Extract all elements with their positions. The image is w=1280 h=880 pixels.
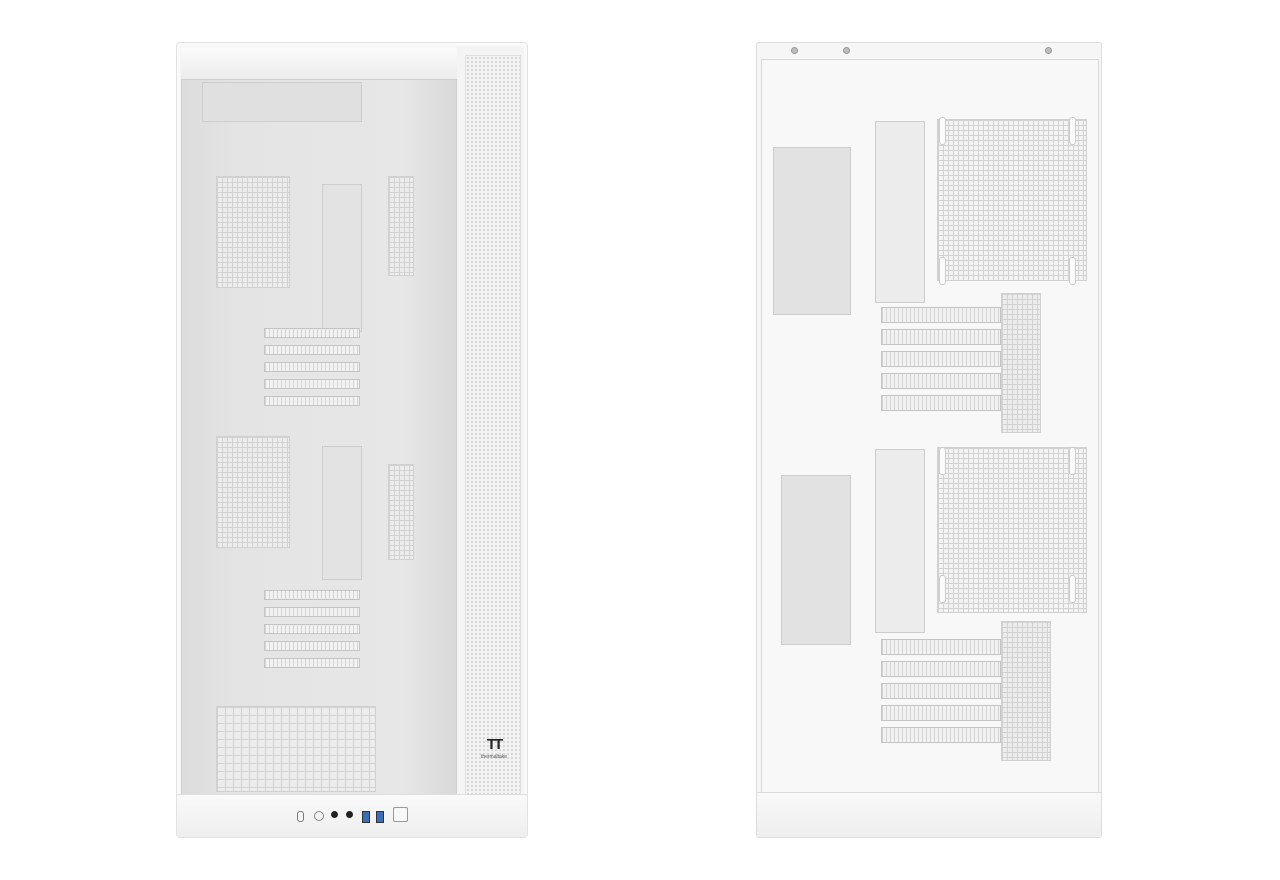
vertical-gpu-bracket-upper xyxy=(1001,293,1041,433)
screw xyxy=(1045,47,1052,54)
slot-cover xyxy=(881,351,1001,367)
brand-logo: TT thermaltake xyxy=(479,737,509,767)
cable-hole xyxy=(1069,575,1076,603)
front-mesh-panel xyxy=(465,55,521,797)
front-io-panel xyxy=(177,794,527,837)
psu-bracket-upper xyxy=(875,121,925,303)
screw xyxy=(791,47,798,54)
expansion-slot xyxy=(264,362,360,372)
logo-text: thermaltake xyxy=(480,754,508,760)
pc-case-front-view: TT thermaltake xyxy=(176,42,528,838)
slot-cover xyxy=(881,683,1001,699)
slot-cover xyxy=(881,307,1001,323)
expansion-slot xyxy=(264,658,360,668)
screw xyxy=(843,47,850,54)
slot-cover xyxy=(881,639,1001,655)
slot-cover xyxy=(881,329,1001,345)
expansion-slot xyxy=(264,379,360,389)
cable-hole xyxy=(1069,117,1076,145)
bottom-psu-bracket xyxy=(216,706,376,792)
slot-cover xyxy=(881,705,1001,721)
pc-case-back-view xyxy=(756,42,1102,838)
vertical-gpu-bracket-lower xyxy=(1001,621,1051,761)
fan-mount-upper xyxy=(388,176,414,276)
top-radiator-bracket xyxy=(202,82,362,122)
expansion-slot xyxy=(264,328,360,338)
audio-out-port[interactable] xyxy=(346,811,353,818)
drive-bracket-lower xyxy=(322,446,362,580)
cable-hole xyxy=(939,257,946,285)
expansion-slot xyxy=(264,641,360,651)
cable-hole xyxy=(939,447,946,475)
slot-cover xyxy=(881,661,1001,677)
tempered-glass-panel xyxy=(181,79,457,801)
expansion-slot xyxy=(264,624,360,634)
motherboard-tray-grid-upper xyxy=(216,176,290,288)
slot-cover xyxy=(881,395,1001,411)
motherboard-tray-grid-lower xyxy=(216,436,290,548)
slot-cover xyxy=(881,727,1001,743)
slot-cover xyxy=(881,373,1001,389)
power-button[interactable] xyxy=(393,807,408,822)
psu-bracket-lower xyxy=(875,449,925,633)
fan-mount-lower xyxy=(388,464,414,560)
logo-mark: TT xyxy=(486,736,503,753)
expansion-slot xyxy=(264,345,360,355)
cable-hole xyxy=(939,575,946,603)
usb-c-port[interactable] xyxy=(297,811,304,822)
expansion-slot xyxy=(264,590,360,600)
cable-hole xyxy=(939,117,946,145)
rear-fan-grid-lower xyxy=(937,447,1087,613)
rear-fan-grid-upper xyxy=(937,119,1087,281)
usb-a-port[interactable] xyxy=(376,811,384,823)
drive-bracket-upper xyxy=(322,184,362,332)
audio-in-port[interactable] xyxy=(331,811,338,818)
usb-a-port[interactable] xyxy=(362,811,370,823)
cable-hole xyxy=(1069,257,1076,285)
psu-cutout-upper xyxy=(773,147,851,315)
top-frame xyxy=(181,47,457,80)
power-led-icon xyxy=(314,811,324,821)
cable-hole xyxy=(1069,447,1076,475)
expansion-slot xyxy=(264,607,360,617)
psu-cutout-lower xyxy=(781,475,851,645)
base-foot xyxy=(757,792,1101,837)
expansion-slot xyxy=(264,396,360,406)
